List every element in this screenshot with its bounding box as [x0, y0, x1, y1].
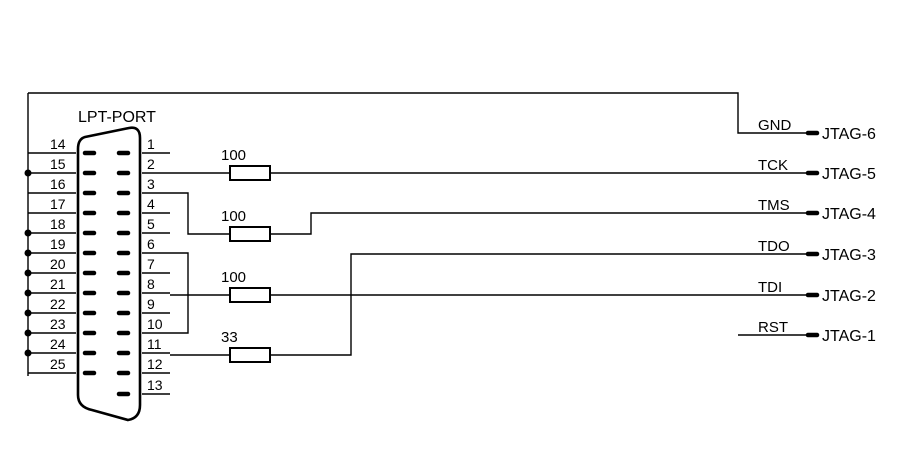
- pin-label: 1: [147, 136, 155, 152]
- resistor-tdi: 100: [221, 269, 271, 303]
- pin-label: 25: [50, 356, 66, 372]
- pin-label: 11: [147, 336, 162, 352]
- pin-label: 6: [147, 236, 155, 252]
- signal-gnd: GND: [758, 117, 792, 134]
- resistor-tdo: 33: [221, 329, 271, 363]
- pin-label: 7: [147, 256, 155, 272]
- right-pin-labels: 1 2 3 4 5 6 7 8 9 10 11 12 13: [147, 136, 163, 393]
- jtag-pin-4: JTAG-4: [822, 206, 876, 223]
- signal-tdo: TDO: [758, 238, 790, 255]
- junction-dots: [24, 169, 32, 357]
- signal-tdi: TDI: [758, 279, 782, 296]
- pin-label: 19: [50, 236, 66, 252]
- resistor-tck: 100: [221, 147, 271, 181]
- left-pin-lines: [28, 152, 76, 374]
- pin-label: 23: [50, 316, 66, 332]
- pin-label: 13: [147, 377, 163, 393]
- pin-label: 15: [50, 156, 66, 172]
- right-pin-lines: [142, 152, 170, 395]
- pin-label: 12: [147, 356, 163, 372]
- jtag-terminals: [805, 130, 820, 338]
- resistor-value: 100: [221, 269, 246, 286]
- signal-labels: GND TCK TMS TDO TDI RST: [758, 117, 792, 336]
- left-pin-labels: 14 15 16 17 18 19 20 21 22 23 24 25: [50, 136, 66, 372]
- jtag-pin-5: JTAG-5: [822, 166, 876, 183]
- pin-bridge-6-10: [170, 252, 189, 334]
- pin-label: 14: [50, 136, 66, 152]
- pin-label: 16: [50, 176, 66, 192]
- wire-gnd: [28, 92, 810, 134]
- pin-label: 22: [50, 296, 66, 312]
- db25-connector-outline: [76, 126, 142, 422]
- pin-label: 10: [147, 316, 163, 332]
- pin-label: 8: [147, 276, 155, 292]
- jtag-pin-3: JTAG-3: [822, 247, 876, 264]
- connector-title: LPT-PORT: [78, 109, 156, 126]
- pin-label: 2: [147, 156, 155, 172]
- jtag-pin-2: JTAG-2: [822, 288, 876, 305]
- pin-label: 4: [147, 196, 155, 212]
- pin-label: 5: [147, 216, 155, 232]
- pin-label: 20: [50, 256, 66, 272]
- resistor-value: 100: [221, 147, 246, 164]
- resistor-value: 33: [221, 329, 238, 346]
- wire-tdo: [170, 253, 810, 356]
- pin-label: 18: [50, 216, 66, 232]
- wire-tms: [170, 192, 810, 235]
- jtag-pin-1: JTAG-1: [822, 328, 876, 345]
- pin-label: 9: [147, 296, 155, 312]
- pin-label: 21: [50, 276, 66, 292]
- pin-label: 24: [50, 336, 66, 352]
- signal-tms: TMS: [758, 197, 790, 214]
- resistor-value: 100: [221, 208, 246, 225]
- resistor-tms: 100: [221, 208, 271, 242]
- jtag-pin-labels: JTAG-6 JTAG-5 JTAG-4 JTAG-3 JTAG-2 JTAG-…: [822, 126, 876, 345]
- signal-tck: TCK: [758, 157, 788, 174]
- jtag-pin-6: JTAG-6: [822, 126, 876, 143]
- signal-rst: RST: [758, 319, 788, 336]
- pin-label: 3: [147, 176, 155, 192]
- pin-markers: [82, 150, 131, 397]
- pin-label: 17: [50, 196, 66, 212]
